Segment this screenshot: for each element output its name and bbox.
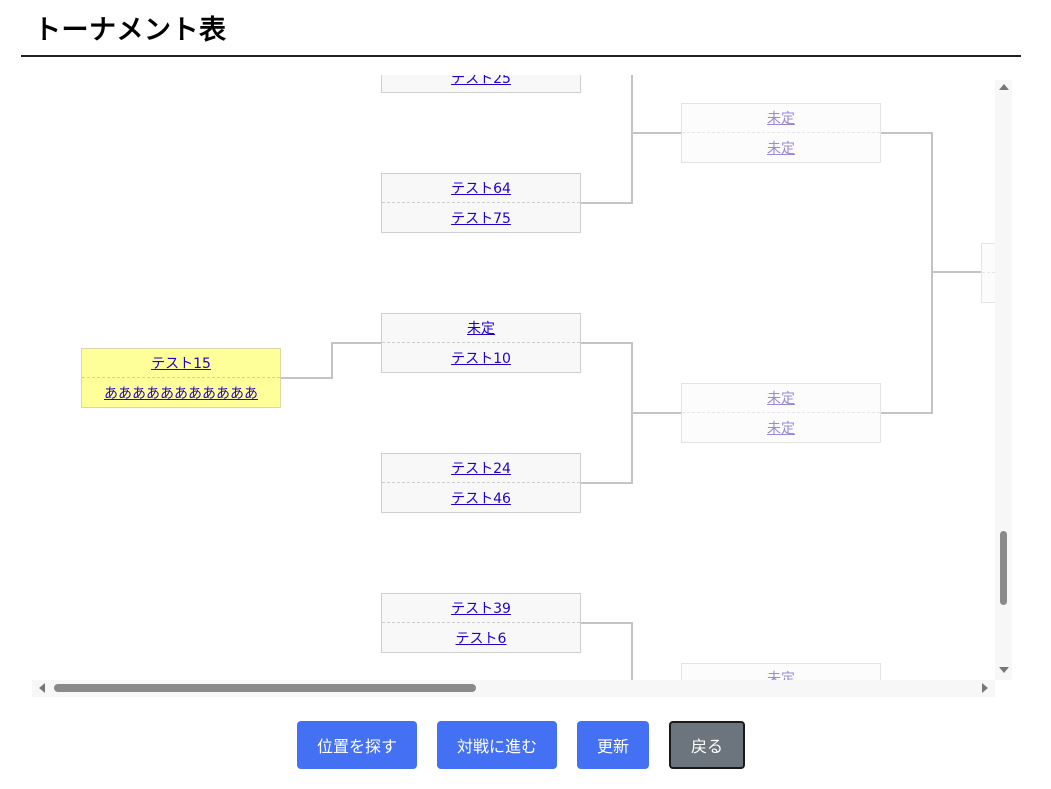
match-card <box>981 243 995 303</box>
player-slot: テスト75 <box>382 203 580 232</box>
player-slot: 未定 <box>682 133 880 162</box>
scroll-up-icon[interactable] <box>999 84 1009 90</box>
vertical-scrollbar[interactable] <box>995 80 1012 680</box>
page-title: トーナメント表 <box>34 15 227 46</box>
connector-line <box>631 622 633 680</box>
player-slot: 未定 <box>682 413 880 442</box>
vertical-scroll-thumb[interactable] <box>1000 531 1007 605</box>
connector-line <box>880 132 932 134</box>
connector-line <box>880 412 932 414</box>
refresh-button[interactable]: 更新 <box>577 721 649 769</box>
connector-line <box>331 342 381 344</box>
connector-line <box>580 622 632 624</box>
player-link[interactable]: あああああああああああ <box>104 385 258 402</box>
match-card: 未定 未定 <box>681 383 881 443</box>
connector-line <box>580 342 632 344</box>
connector-line <box>931 271 981 273</box>
connector-line <box>631 75 633 204</box>
player-slot: 未定 <box>682 104 880 133</box>
match-card: テスト39 テスト6 <box>381 593 581 653</box>
player-link[interactable]: 未定 <box>467 321 495 337</box>
title-divider <box>21 55 1021 57</box>
player-link[interactable]: 未定 <box>767 671 795 680</box>
match-card: 未定 <box>681 663 881 680</box>
match-card: テスト15 あああああああああああ <box>81 348 281 408</box>
connector-line <box>631 412 681 414</box>
connector-line <box>331 342 333 379</box>
connector-line <box>580 482 632 484</box>
horizontal-scroll-thumb[interactable] <box>54 684 476 692</box>
player-slot: テスト39 <box>382 594 580 623</box>
player-link[interactable]: テスト6 <box>455 630 507 647</box>
player-slot: テスト46 <box>382 483 580 512</box>
player-link[interactable]: テスト25 <box>451 75 511 87</box>
player-slot <box>982 244 995 273</box>
back-button[interactable]: 戻る <box>669 721 745 769</box>
player-link[interactable]: テスト10 <box>451 350 511 367</box>
connector-line <box>931 132 933 414</box>
match-card: テスト24 テスト46 <box>381 453 581 513</box>
player-slot: 未定 <box>682 664 880 680</box>
match-card: テスト25 <box>381 75 581 93</box>
player-slot: テスト25 <box>382 75 580 92</box>
scroll-left-icon[interactable] <box>39 683 45 693</box>
player-link[interactable]: 未定 <box>767 391 795 407</box>
find-position-button[interactable]: 位置を探す <box>297 721 417 769</box>
player-slot: 未定 <box>682 384 880 413</box>
player-link[interactable]: テスト75 <box>451 210 511 227</box>
scroll-right-icon[interactable] <box>982 683 988 693</box>
player-link[interactable]: 未定 <box>767 420 795 437</box>
connector-line <box>631 132 681 134</box>
go-to-match-button[interactable]: 対戦に進む <box>437 721 557 769</box>
match-card: テスト64 テスト75 <box>381 173 581 233</box>
player-slot: テスト15 <box>82 349 280 378</box>
player-slot: テスト24 <box>382 454 580 483</box>
scroll-down-icon[interactable] <box>999 667 1009 673</box>
match-card: 未定 未定 <box>681 103 881 163</box>
player-link[interactable]: 未定 <box>767 111 795 127</box>
player-link[interactable]: テスト64 <box>451 181 511 197</box>
player-slot: テスト64 <box>382 174 580 203</box>
player-link[interactable]: テスト24 <box>451 461 511 477</box>
bracket-viewport[interactable]: テスト15 あああああああああああ テスト25 テスト64 テスト75 未定 テ… <box>32 75 995 680</box>
player-slot: テスト10 <box>382 343 580 372</box>
player-slot <box>982 273 995 302</box>
player-link[interactable]: テスト15 <box>151 356 211 372</box>
match-card: 未定 テスト10 <box>381 313 581 373</box>
player-slot: あああああああああああ <box>82 378 280 407</box>
player-link[interactable]: テスト46 <box>451 490 511 507</box>
player-slot: 未定 <box>382 314 580 343</box>
player-link[interactable]: テスト39 <box>451 601 511 617</box>
connector-line <box>580 202 632 204</box>
player-slot: テスト6 <box>382 623 580 652</box>
connector-line <box>280 377 332 379</box>
player-link[interactable]: 未定 <box>767 140 795 157</box>
